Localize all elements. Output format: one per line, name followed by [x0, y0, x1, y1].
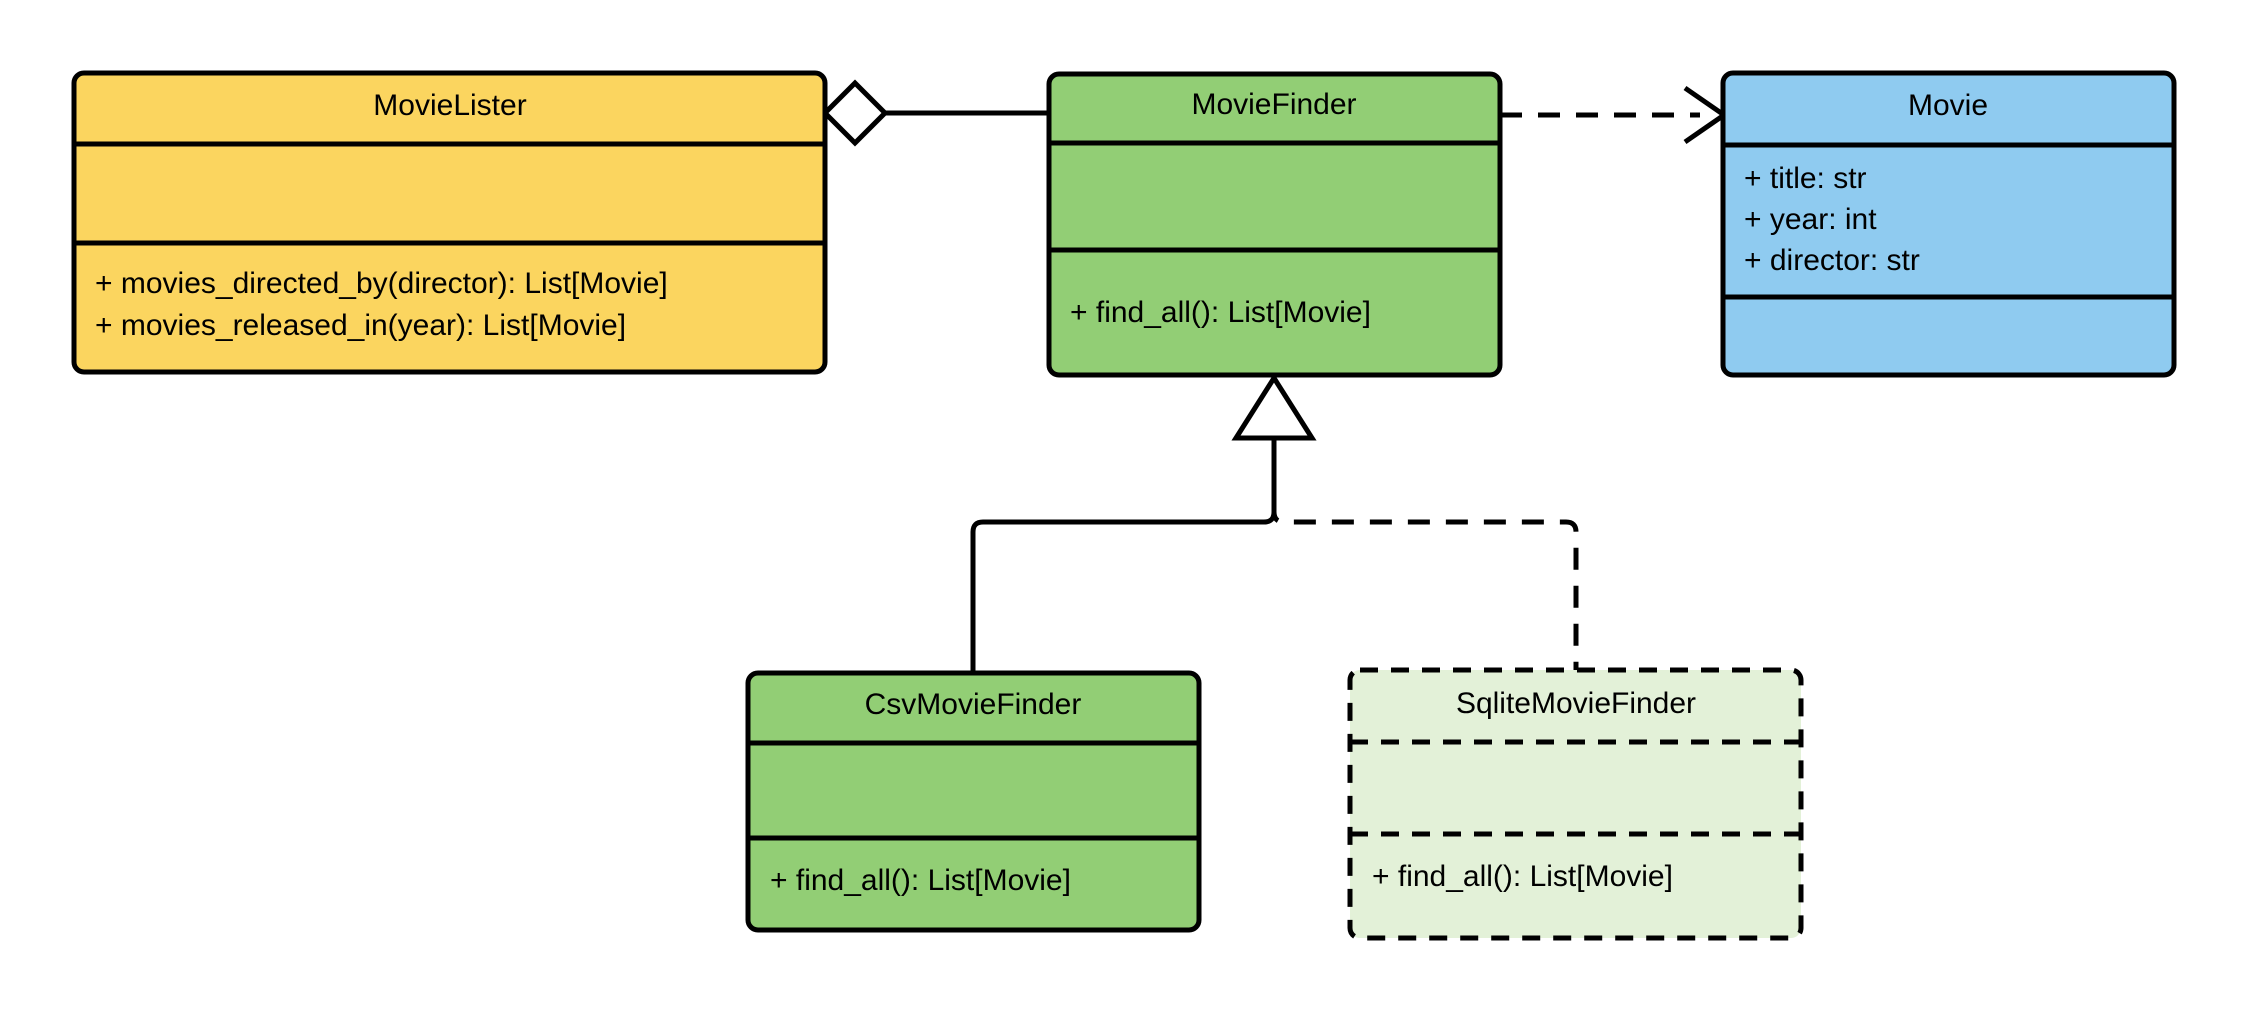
generalization-line: [970, 386, 1277, 673]
realization-line: [1271, 386, 1579, 670]
class-box-csv-movie-finder[interactable]: CsvMovieFinder + find_all(): List[Movie]: [745, 670, 1202, 933]
hollow-triangle-icon: [1231, 373, 1317, 441]
movie-attribute-3: + director: str: [1744, 244, 1920, 277]
movie-finder-title: MovieFinder: [1191, 88, 1356, 121]
class-box-movie-lister[interactable]: MovieLister + movies_directed_by(directo…: [71, 70, 828, 375]
relationship-aggregation-lister-finder[interactable]: [821, 79, 1049, 147]
movie-lister-title: MovieLister: [373, 89, 526, 122]
movie-lister-method-1: + movies_directed_by(director): List[Mov…: [95, 267, 668, 300]
csv-movie-finder-title: CsvMovieFinder: [865, 688, 1082, 721]
class-box-movie-finder[interactable]: MovieFinder + find_all(): List[Movie]: [1046, 71, 1503, 378]
relationship-inheritance-sqlite-finder[interactable]: [1271, 386, 1579, 670]
movie-attribute-2: + year: int: [1744, 203, 1877, 236]
relationship-inheritance-csv-finder[interactable]: [970, 386, 1277, 673]
csv-movie-finder-frame: [745, 670, 1202, 933]
csv-movie-finder-method-1: + find_all(): List[Movie]: [770, 864, 1071, 897]
hollow-diamond-icon: [821, 79, 889, 147]
movie-lister-frame: [71, 70, 828, 375]
movie-lister-method-2: + movies_released_in(year): List[Movie]: [95, 309, 626, 342]
class-box-sqlite-movie-finder[interactable]: SqliteMovieFinder + find_all(): List[Mov…: [1347, 667, 1804, 941]
sqlite-movie-finder-method-1: + find_all(): List[Movie]: [1372, 860, 1673, 893]
relationship-dependency-finder-movie[interactable]: [1500, 85, 1729, 145]
movie-attribute-1: + title: str: [1744, 162, 1867, 195]
movie-finder-frame: [1046, 71, 1503, 378]
movie-title: Movie: [1908, 89, 1988, 122]
movie-finder-method-1: + find_all(): List[Movie]: [1070, 296, 1371, 329]
sqlite-movie-finder-frame: [1347, 667, 1804, 941]
class-box-movie[interactable]: Movie + title: str + year: int + directo…: [1720, 70, 2177, 378]
sqlite-movie-finder-title: SqliteMovieFinder: [1456, 687, 1696, 720]
inheritance-triangle-group: [1231, 373, 1317, 441]
